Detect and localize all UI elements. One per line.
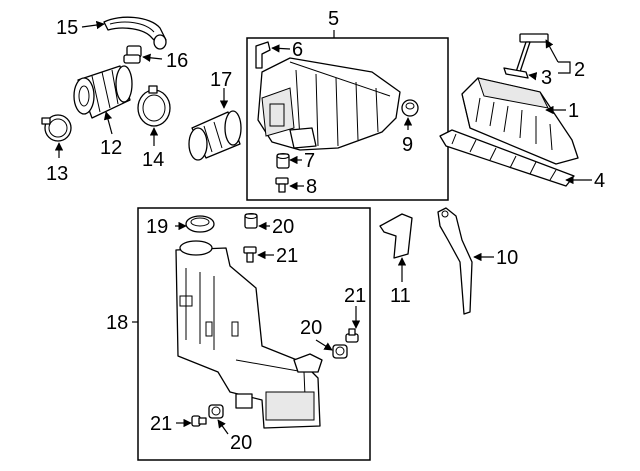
grommet-part-20-right[interactable] (332, 344, 348, 359)
callout-6: 6 (292, 39, 303, 61)
callout-5: 5 (328, 8, 339, 30)
breather-hose-part-15[interactable] (103, 16, 167, 50)
callout-21-right: 21 (344, 285, 366, 307)
bolt-part-21-top[interactable] (243, 246, 257, 263)
callout-2: 2 (574, 59, 585, 81)
group-box-5 (246, 37, 449, 201)
air-cleaner-cover-part-1[interactable] (461, 77, 579, 165)
intake-duct-part-17[interactable] (188, 110, 242, 161)
bracket-part-11[interactable] (379, 213, 413, 259)
clamp-part-16[interactable] (123, 45, 142, 64)
callout-11: 11 (390, 285, 411, 307)
bolt-part-21-bottom[interactable] (191, 415, 207, 427)
callout-13: 13 (46, 163, 68, 185)
callout-12: 12 (100, 137, 122, 159)
callout-21-bottom: 21 (150, 413, 172, 435)
group-box-18 (137, 207, 371, 461)
callout-3: 3 (541, 67, 552, 89)
callout-20-right: 20 (300, 317, 322, 339)
intake-tube-part-12[interactable] (73, 65, 133, 119)
callout-18: 18 (106, 312, 128, 334)
grommet-part-20-top[interactable] (244, 213, 258, 229)
callout-20-bottom: 20 (230, 432, 252, 454)
breather-hose-part-6[interactable] (255, 41, 271, 69)
hose-clamp-part-14[interactable] (137, 85, 171, 127)
resonator-part-18[interactable] (175, 240, 323, 429)
callout-8: 8 (306, 176, 317, 198)
callout-21-top: 21 (276, 245, 298, 267)
bolt-part-21-right[interactable] (345, 328, 359, 343)
callout-14: 14 (142, 149, 164, 171)
callout-19: 19 (146, 216, 168, 238)
callout-20-top: 20 (272, 216, 294, 238)
bracket-part-10[interactable] (437, 207, 473, 315)
grommet-part-20-bottom[interactable] (208, 404, 224, 419)
grommet-part-7[interactable] (276, 153, 290, 169)
seal-part-19[interactable] (185, 215, 215, 233)
callout-1: 1 (568, 100, 579, 122)
bolt-part-8[interactable] (275, 177, 289, 193)
callout-4: 4 (594, 170, 605, 192)
callout-17: 17 (210, 69, 232, 91)
callout-15: 15 (56, 17, 78, 39)
air-cleaner-housing-part-5[interactable] (257, 57, 401, 151)
seal-part-3[interactable] (503, 67, 529, 79)
callout-16: 16 (166, 50, 188, 72)
callout-9: 9 (402, 134, 413, 156)
hose-clamp-part-13[interactable] (41, 114, 72, 142)
leader-lines (54, 20, 592, 435)
grommet-part-9[interactable] (401, 99, 419, 117)
callout-10: 10 (496, 247, 518, 269)
callout-7: 7 (304, 150, 315, 172)
